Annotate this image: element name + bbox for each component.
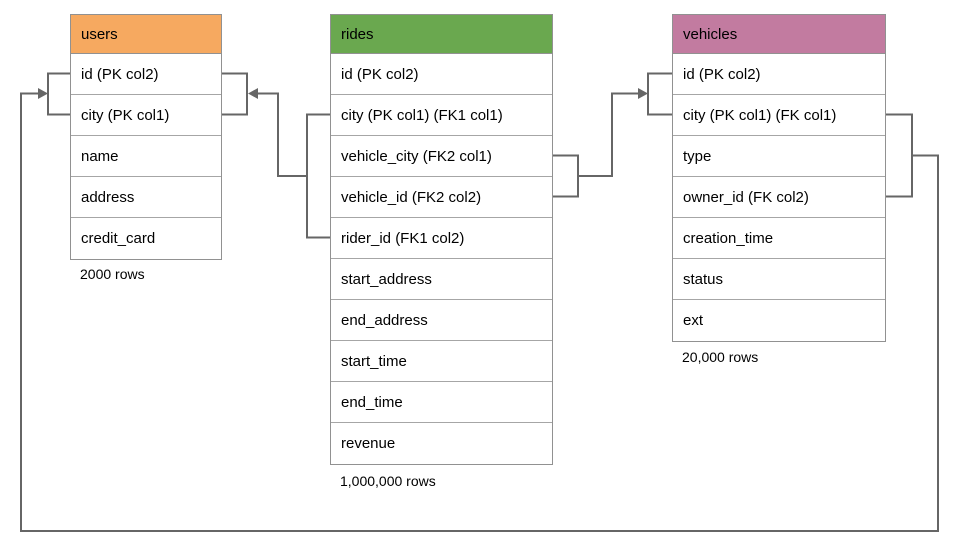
rides-column-end-address: end_address (331, 300, 552, 341)
rides-column-start-address: start_address (331, 259, 552, 300)
rides-column-end-time: end_time (331, 382, 552, 423)
users-column-address: address (71, 177, 221, 218)
vehicles-column-status: status (673, 259, 885, 300)
users-column-name: name (71, 136, 221, 177)
vehicles-pk-left-bracket (647, 72, 672, 116)
users-pk-right-bracket (222, 72, 248, 116)
connector-rides-fk1-to-users (222, 72, 330, 239)
arrowhead-into-vehicles-left (638, 88, 648, 99)
rides-column-revenue: revenue (331, 423, 552, 464)
rides-column-city: city (PK col1) (FK1 col1) (331, 95, 552, 136)
users-row-count: 2000 rows (80, 266, 145, 282)
rides-column-vehicle-id: vehicle_id (FK2 col2) (331, 177, 552, 218)
users-column-id: id (PK col2) (71, 54, 221, 95)
table-vehicles: vehicles id (PK col2) city (PK col1) (FK… (672, 14, 886, 342)
vehicles-column-creation-time: creation_time (673, 218, 885, 259)
arrowhead-into-users-right (248, 88, 258, 99)
rides-column-vehicle-city: vehicle_city (FK2 col1) (331, 136, 552, 177)
table-users: users id (PK col2) city (PK col1) name a… (70, 14, 222, 260)
table-users-header: users (71, 15, 221, 54)
rides-row-count: 1,000,000 rows (340, 473, 436, 489)
rides-column-rider-id: rider_id (FK1 col2) (331, 218, 552, 259)
rides-fk2-bracket (553, 154, 579, 198)
vehicles-column-id: id (PK col2) (673, 54, 885, 95)
users-column-credit-card: credit_card (71, 218, 221, 259)
vehicles-column-ext: ext (673, 300, 885, 341)
connector-rides-fk2-to-vehicles (553, 72, 672, 198)
vehicles-row-count: 20,000 rows (682, 349, 759, 365)
vehicles-column-type: type (673, 136, 885, 177)
rides-fk1-link-line (250, 92, 307, 177)
table-rides-title: rides (341, 25, 374, 43)
users-column-city: city (PK col1) (71, 95, 221, 136)
table-rides-header: rides (331, 15, 552, 54)
table-vehicles-header: vehicles (673, 15, 885, 54)
rides-column-start-time: start_time (331, 341, 552, 382)
users-pk-left-bracket (47, 72, 70, 116)
vehicles-column-owner-id: owner_id (FK col2) (673, 177, 885, 218)
rides-fk1-bracket (306, 113, 330, 239)
table-users-title: users (81, 25, 118, 43)
rides-column-id: id (PK col2) (331, 54, 552, 95)
rides-fk2-link-line (578, 92, 640, 177)
arrowhead-into-users-left (38, 88, 48, 99)
table-vehicles-title: vehicles (683, 25, 738, 43)
vehicles-fk-bracket (886, 113, 913, 198)
vehicles-column-city: city (PK col1) (FK col1) (673, 95, 885, 136)
table-rides: rides id (PK col2) city (PK col1) (FK1 c… (330, 14, 553, 465)
